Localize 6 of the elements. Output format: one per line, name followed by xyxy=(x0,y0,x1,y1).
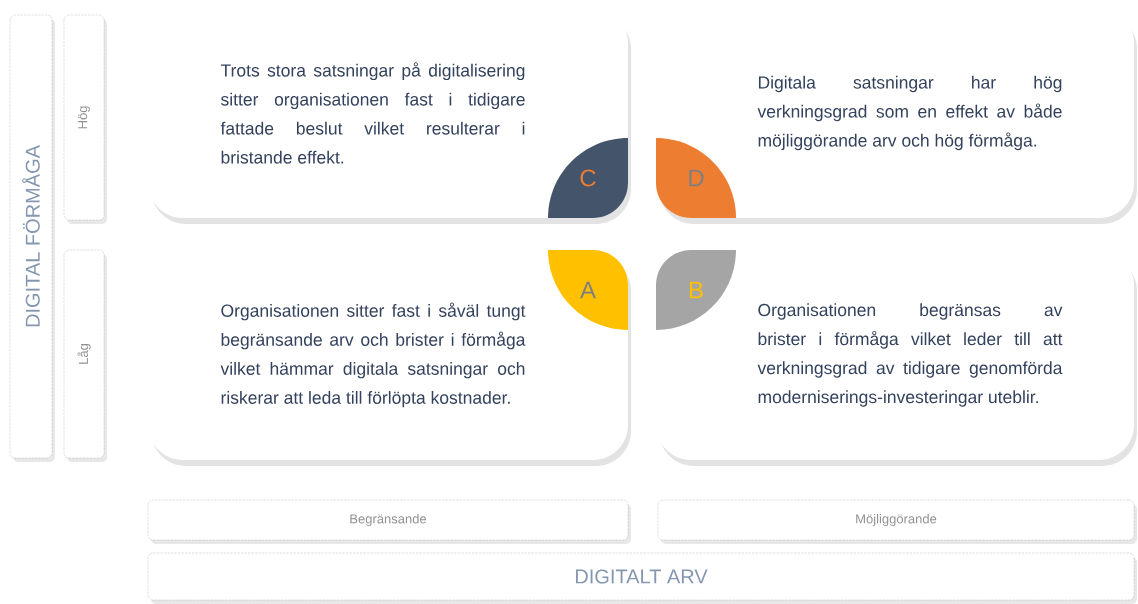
category-label-box: Begränsande xyxy=(147,499,631,544)
axis-label-box: DIGITAL FÖRMÅGA xyxy=(9,14,55,462)
category-label-box: Möjliggörande xyxy=(657,499,1137,544)
level-label-box: Låg xyxy=(63,249,107,462)
level-label-box: Hög xyxy=(63,14,107,224)
axis-label-box: DIGITALT ARV xyxy=(147,552,1137,604)
